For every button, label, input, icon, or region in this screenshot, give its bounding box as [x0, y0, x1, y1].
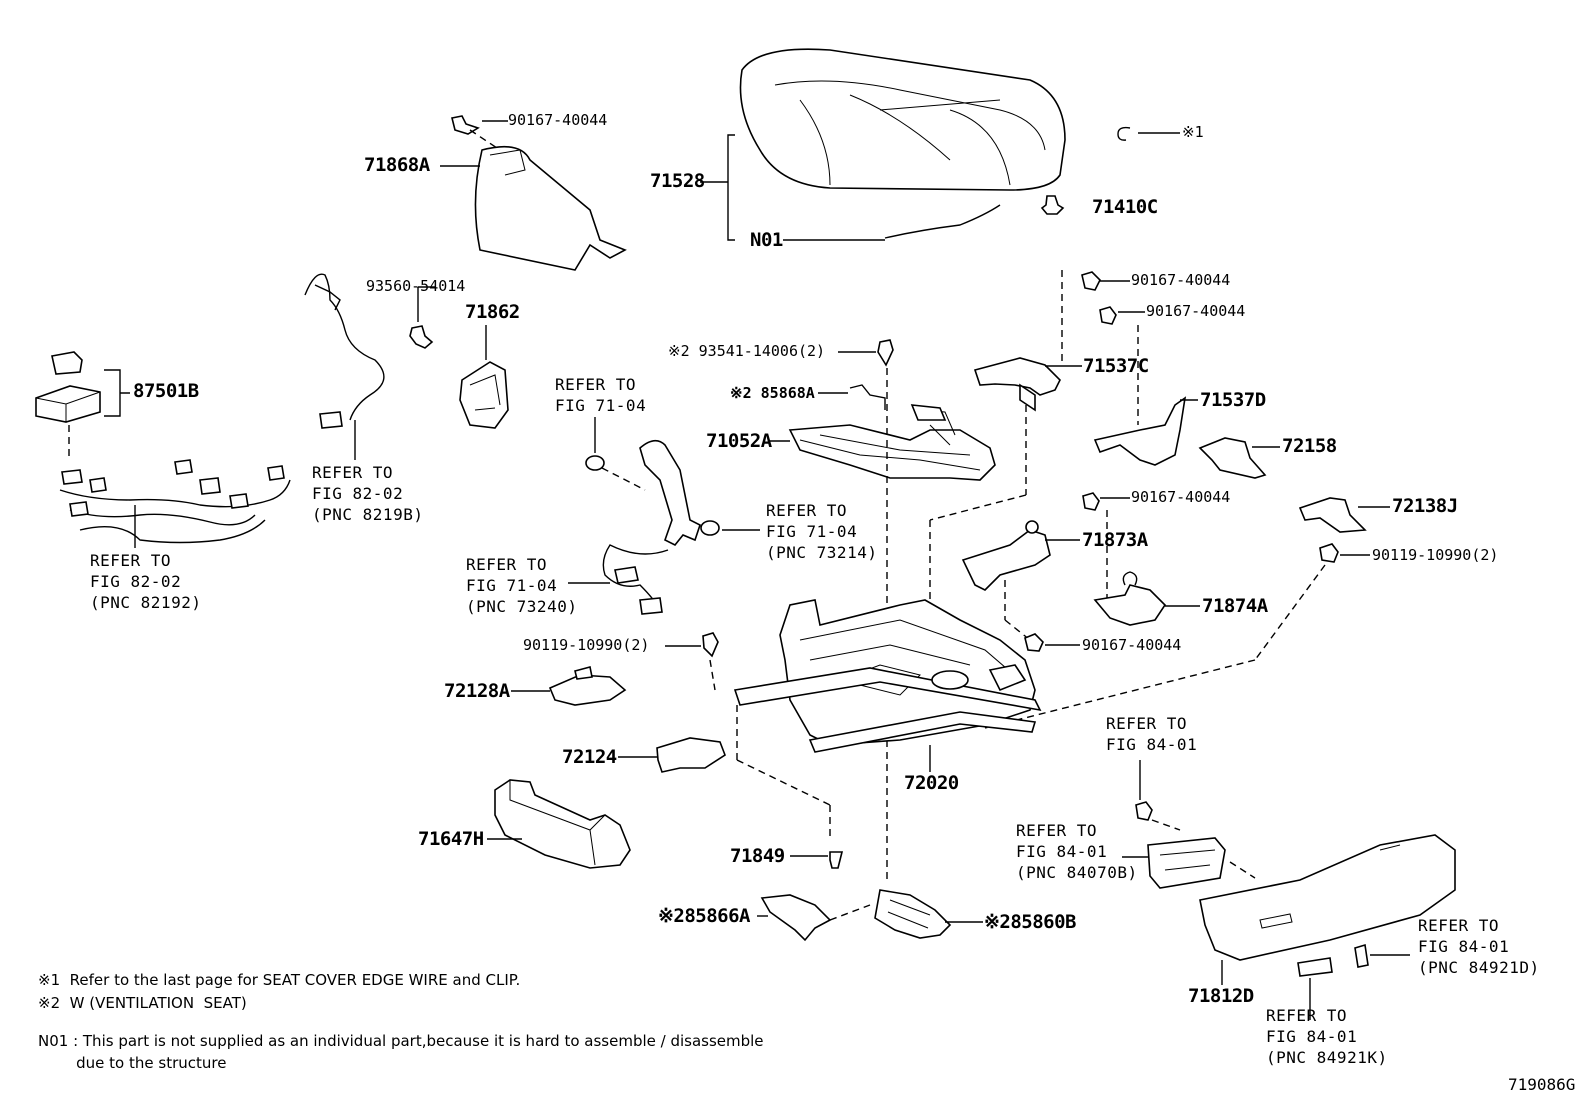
screw-drawing: [451, 115, 480, 135]
label-71862: 71862: [465, 301, 520, 323]
screw-90119b-drawing: [702, 632, 719, 658]
label-71868a: 71868A: [364, 154, 430, 176]
screw-90119a-drawing: [1319, 543, 1339, 563]
lever-drawing: [585, 439, 720, 615]
label-90167-e: 90167-40044: [1082, 636, 1182, 654]
edge-wire-drawing: [884, 204, 1001, 239]
refer-fig-71-04-pnc-73240: REFER TO FIG 71-04 (PNC 73240): [466, 555, 578, 616]
refer-fig-71-04-pnc-73214: REFER TO FIG 71-04 (PNC 73214): [766, 501, 878, 562]
cover-72124-drawing: [656, 737, 726, 773]
seat-cushion-cover-drawing: [739, 48, 1066, 191]
refer-fig-82-02-pnc-8219b: REFER TO FIG 82-02 (PNC 8219B): [312, 463, 424, 524]
label-71537c: 71537C: [1083, 355, 1149, 377]
label-90167-d: 90167-40044: [1131, 488, 1231, 506]
cable-drawing: [304, 273, 385, 429]
screw-d-drawing: [1082, 492, 1100, 511]
refer-fig-71-04: REFER TO FIG 71-04: [555, 375, 647, 415]
refer-fig-84-01: REFER TO FIG 84-01: [1106, 714, 1198, 754]
cover-72158-drawing: [1198, 437, 1267, 479]
cover-71647h-drawing: [494, 779, 631, 869]
label-90119-a: 90119-10990(2): [1372, 546, 1499, 564]
label-71537d: 71537D: [1200, 389, 1266, 411]
side-shield-71812d-drawing: [1199, 834, 1456, 961]
label-90119-b: 90119-10990(2): [523, 636, 650, 654]
bracket-71862-drawing: [459, 361, 509, 429]
label-71873a: 71873A: [1082, 529, 1148, 551]
figure-id: 719086G: [1508, 1075, 1576, 1094]
clip-71410c-drawing: [1040, 195, 1065, 215]
label-71849: 71849: [730, 845, 785, 867]
knob-84921k-drawing: [1297, 957, 1333, 977]
fan-85860b-drawing: [874, 889, 952, 939]
wire-harness-drawing: [59, 459, 291, 544]
edge-clip-drawing: [1117, 126, 1131, 141]
bracket-71873a-drawing: [961, 529, 1051, 591]
label-93560: 93560-54014: [366, 277, 466, 295]
screw-b-drawing: [1081, 271, 1101, 291]
label-71647h: 71647H: [418, 828, 484, 850]
screw-e-drawing: [1024, 633, 1044, 652]
screw-switch-drawing: [1135, 801, 1153, 821]
label-90167-c: 90167-40044: [1146, 302, 1246, 320]
cover-72128a-drawing: [548, 674, 627, 706]
knob-84921d-drawing: [1354, 943, 1369, 968]
label-71874a: 71874A: [1202, 595, 1268, 617]
seat-mat-71052a-drawing: [788, 404, 996, 481]
clip-71849-drawing: [829, 851, 844, 869]
refer-fig-84-01-pnc-84070b: REFER TO FIG 84-01 (PNC 84070B): [1016, 821, 1138, 882]
label-72138j: 72138J: [1392, 495, 1458, 517]
label-72128a: 72128A: [444, 680, 510, 702]
seat-frame-72020-drawing: [733, 599, 1042, 753]
label-93541: ※2 93541-14006(2): [668, 342, 826, 360]
label-71410c: 71410C: [1092, 196, 1158, 218]
bracket-71537d-drawing: [1093, 396, 1187, 466]
label-72158: 72158: [1282, 435, 1337, 457]
label-85868a: ※2 85868A: [730, 384, 815, 402]
label-71812d: 71812D: [1188, 985, 1254, 1007]
label-72020: 72020: [904, 772, 959, 794]
refer-fig-84-01-pnc-84921k: REFER TO FIG 84-01 (PNC 84921K): [1266, 1006, 1388, 1067]
fan-85866a-drawing: [760, 894, 832, 942]
bracket-71537c-drawing: [973, 357, 1061, 396]
switch-84070b-drawing: [1147, 837, 1226, 889]
screw-93541-drawing: [877, 339, 894, 367]
label-90167-a: 90167-40044: [508, 111, 608, 129]
module-87501b-drawing: [35, 351, 101, 423]
label-90167-b: 90167-40044: [1131, 271, 1231, 289]
side-cover-71868a-drawing: [474, 145, 627, 271]
refer-fig-82-02-pnc-82192: REFER TO FIG 82-02 (PNC 82192): [90, 551, 202, 612]
label-71052a: 71052A: [706, 430, 772, 452]
cover-72138j-drawing: [1298, 497, 1367, 533]
label-72124: 72124: [562, 746, 617, 768]
label-85860b: ※285860B: [984, 911, 1077, 933]
footnote-2: ※2 W (VENTILATION SEAT): [38, 994, 247, 1012]
harness-85868a-drawing: [849, 384, 886, 410]
label-note1-marker: ※1: [1182, 123, 1204, 141]
label-n01: N01: [750, 229, 783, 251]
screw-93560-drawing: [409, 325, 434, 349]
label-71528: 71528: [650, 170, 705, 192]
refer-fig-84-01-pnc-84921d: REFER TO FIG 84-01 (PNC 84921D): [1418, 916, 1540, 977]
footnote-n01: N01 : This part is not supplied as an in…: [38, 1032, 764, 1072]
label-87501b: 87501B: [133, 380, 199, 402]
bracket-71874a-drawing: [1093, 584, 1167, 626]
bracket-lower-drawing: [1019, 383, 1036, 412]
label-85866a: ※285866A: [658, 905, 751, 927]
screw-c-drawing: [1099, 306, 1117, 325]
footnote-1: ※1 Refer to the last page for SEAT COVER…: [38, 971, 521, 989]
